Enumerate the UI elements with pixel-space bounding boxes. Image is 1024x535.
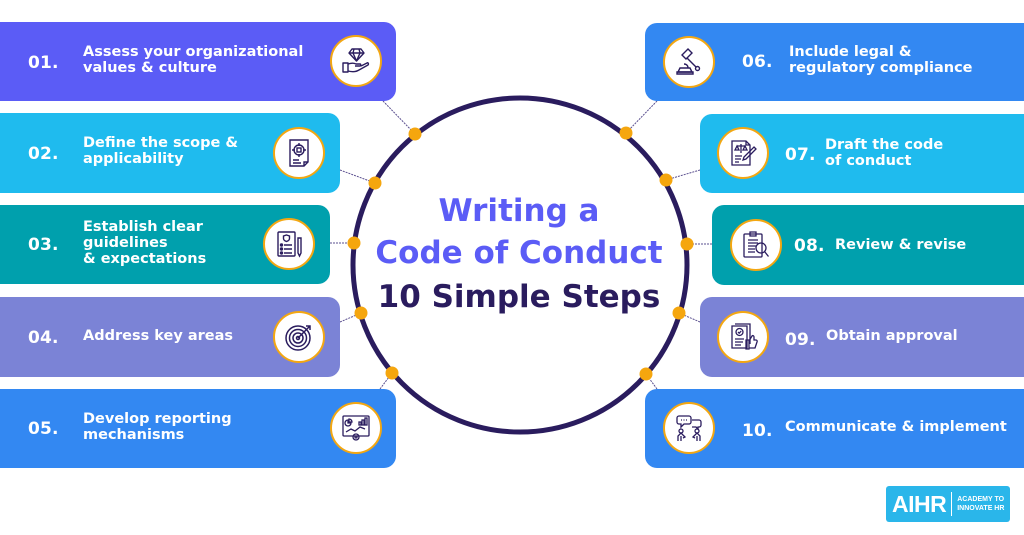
step-number: 06. xyxy=(742,52,773,72)
center-title: Writing a Code of Conduct 10 Simple Step… xyxy=(351,190,687,320)
clipboard-magnifier-icon xyxy=(730,219,782,271)
title-line-2: Code of Conduct xyxy=(375,235,663,271)
step-03: 03. Establish clear guidelines & expecta… xyxy=(0,205,330,284)
logo-divider xyxy=(951,492,953,516)
step-label: Define the scope & applicability xyxy=(83,135,239,167)
step-label: Communicate & implement xyxy=(785,419,1007,435)
step-04: 04. Address key areas xyxy=(0,297,340,377)
step-number: 07. xyxy=(785,145,816,165)
step-number: 03. xyxy=(28,235,59,255)
step-number: 02. xyxy=(28,144,59,164)
step-number: 08. xyxy=(794,236,825,256)
signing-document-icon xyxy=(717,127,769,179)
step-10: 10. Communicate & implement xyxy=(645,389,1024,468)
ring-dots xyxy=(347,126,694,381)
step-01: 01. Assess your organizational values & … xyxy=(0,22,396,101)
step-06: 06. Include legal & regulatory complianc… xyxy=(645,23,1024,101)
bullseye-icon xyxy=(273,311,325,363)
step-label: Include legal & regulatory compliance xyxy=(789,44,973,76)
approved-document-thumbs-up-icon xyxy=(717,311,769,363)
aihr-logo: AIHR ACADEMY TO INNOVATE HR xyxy=(886,486,1010,522)
step-label: Establish clear guidelines & expectation… xyxy=(83,219,207,267)
step-number: 10. xyxy=(742,421,773,441)
step-09: 09. Obtain approval xyxy=(700,297,1024,377)
logo-mark: AIHR xyxy=(892,490,947,517)
diamond-in-hand-icon xyxy=(330,35,382,87)
checklist-pen-icon xyxy=(263,218,315,270)
step-02: 02. Define the scope & applicability xyxy=(0,113,340,193)
people-conversation-icon xyxy=(663,402,715,454)
step-07: 07. Draft the code of conduct xyxy=(700,114,1024,193)
step-label: Develop reporting mechanisms xyxy=(83,411,232,443)
analytics-board-icon xyxy=(330,402,382,454)
step-05: 05. Develop reporting mechanisms xyxy=(0,389,396,468)
step-number: 05. xyxy=(28,419,59,439)
step-number: 01. xyxy=(28,53,59,73)
target-document-icon xyxy=(273,127,325,179)
title-line-1: Writing a xyxy=(438,193,600,229)
step-08: 08. Review & revise xyxy=(712,205,1024,285)
step-label: Obtain approval xyxy=(826,328,958,344)
step-label: Assess your organizational values & cult… xyxy=(83,44,304,76)
step-label: Review & revise xyxy=(835,237,967,253)
logo-tagline: ACADEMY TO INNOVATE HR xyxy=(957,496,1005,512)
central-ring xyxy=(350,95,690,435)
step-label: Address key areas xyxy=(83,328,234,344)
step-number: 09. xyxy=(785,330,816,350)
step-number: 04. xyxy=(28,328,59,348)
title-line-3: 10 Simple Steps xyxy=(377,279,661,315)
step-label: Draft the code of conduct xyxy=(825,137,944,169)
gavel-icon xyxy=(663,36,715,88)
